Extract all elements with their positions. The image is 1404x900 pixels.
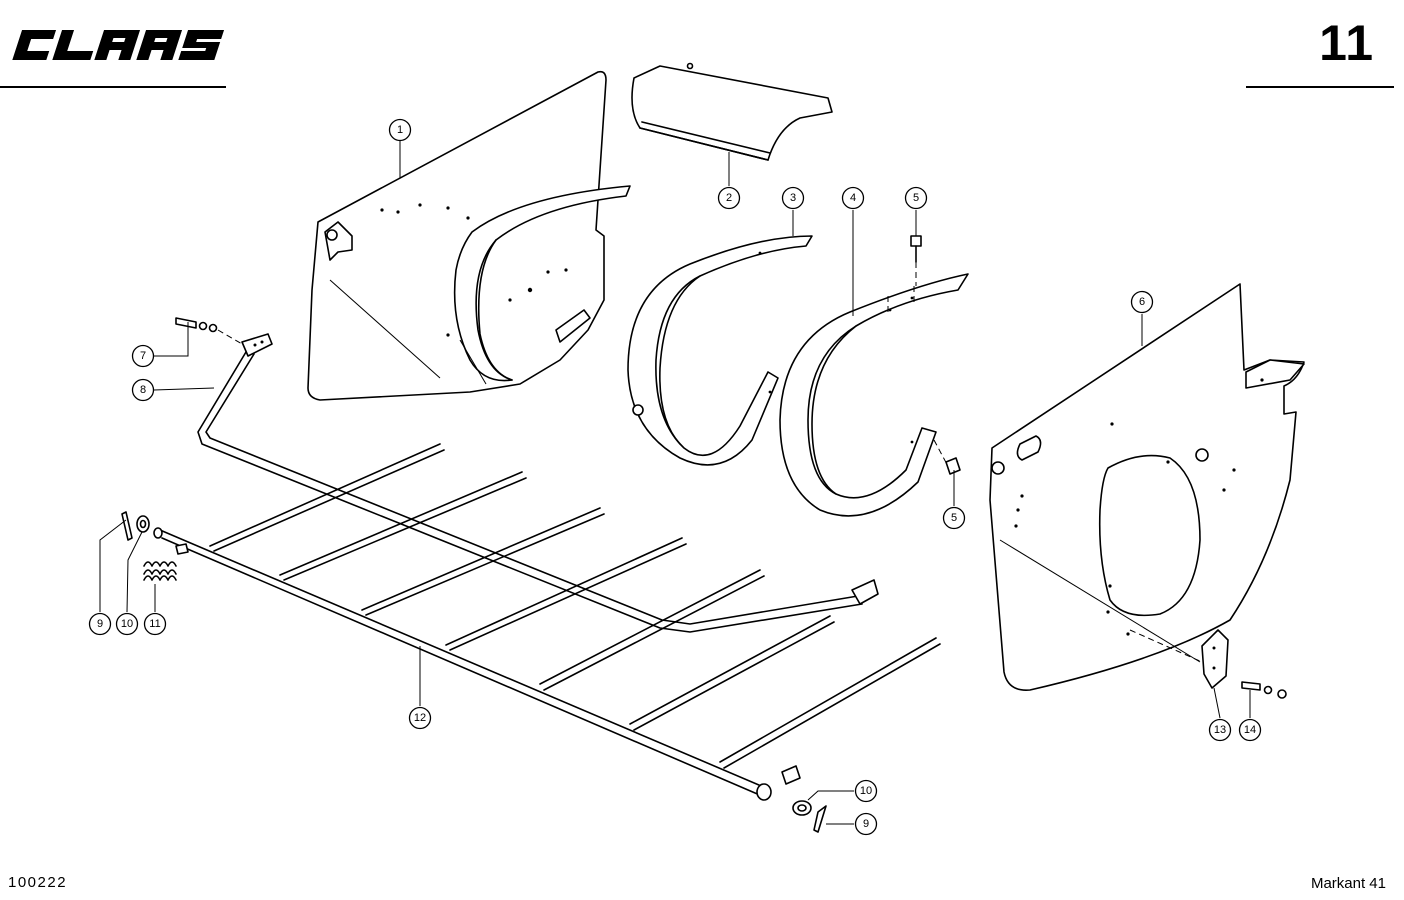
callout-12: 12 xyxy=(408,706,432,730)
svg-text:10: 10 xyxy=(121,618,133,630)
svg-text:4: 4 xyxy=(850,192,856,204)
part-2-curved-cover xyxy=(631,62,833,161)
part-5-bolt-lower xyxy=(933,439,961,475)
svg-text:5: 5 xyxy=(951,512,957,524)
part-10-washer-right xyxy=(792,800,812,816)
callout-9-left: 9 xyxy=(88,612,112,636)
part-8-bent-rod xyxy=(197,333,879,633)
part-13-bracket xyxy=(1201,629,1229,689)
svg-text:8: 8 xyxy=(140,384,146,396)
part-12-tine-frame xyxy=(153,443,941,801)
svg-text:11: 11 xyxy=(149,618,160,630)
callout-4: 4 xyxy=(841,186,865,210)
svg-text:13: 13 xyxy=(1214,724,1226,736)
svg-text:9: 9 xyxy=(863,818,869,830)
callout-1: 1 xyxy=(388,118,412,142)
part-11-spring xyxy=(143,561,177,581)
svg-text:12: 12 xyxy=(414,712,426,724)
svg-text:7: 7 xyxy=(140,350,146,362)
callout-10-left: 10 xyxy=(115,612,139,636)
svg-text:5: 5 xyxy=(913,192,919,204)
part-14-bolt xyxy=(1129,629,1287,699)
callout-8: 8 xyxy=(131,378,155,402)
part-9-split-pin-right xyxy=(813,805,827,833)
leader-lines xyxy=(99,141,1251,825)
document-number: 100222 xyxy=(8,874,68,891)
svg-text:14: 14 xyxy=(1244,724,1256,736)
part-10-washer-left xyxy=(136,515,150,533)
svg-text:9: 9 xyxy=(97,618,103,630)
part-7-bolt xyxy=(175,317,243,345)
header-rule-left xyxy=(0,86,226,88)
callout-13: 13 xyxy=(1208,718,1232,742)
part-5-bolt-top xyxy=(910,235,922,286)
model-name: Markant 41 xyxy=(1310,875,1386,892)
callout-7: 7 xyxy=(131,344,155,368)
callout-3: 3 xyxy=(781,186,805,210)
part-4-band xyxy=(779,273,969,517)
svg-text:10: 10 xyxy=(860,785,872,797)
svg-text:2: 2 xyxy=(726,192,732,204)
part-3-band xyxy=(627,235,813,466)
callout-9-right: 9 xyxy=(854,812,878,836)
svg-text:6: 6 xyxy=(1139,296,1145,308)
callout-11: 11 xyxy=(143,612,167,636)
svg-text:1: 1 xyxy=(397,124,403,136)
callout-6: 6 xyxy=(1130,290,1154,314)
svg-text:3: 3 xyxy=(790,192,796,204)
callout-5-lower: 5 xyxy=(942,506,966,530)
callout-14: 14 xyxy=(1238,718,1262,742)
part-9-split-pin-left xyxy=(121,511,133,541)
callout-2: 2 xyxy=(717,186,741,210)
part-6-right-side-plate xyxy=(989,283,1305,691)
header-rule-right xyxy=(1246,86,1394,88)
callout-10-right: 10 xyxy=(854,779,878,803)
claas-logo xyxy=(12,30,225,60)
callout-5-top: 5 xyxy=(904,186,928,210)
page-number: 11 xyxy=(1319,15,1374,71)
part-1-left-side-plate xyxy=(307,70,631,401)
